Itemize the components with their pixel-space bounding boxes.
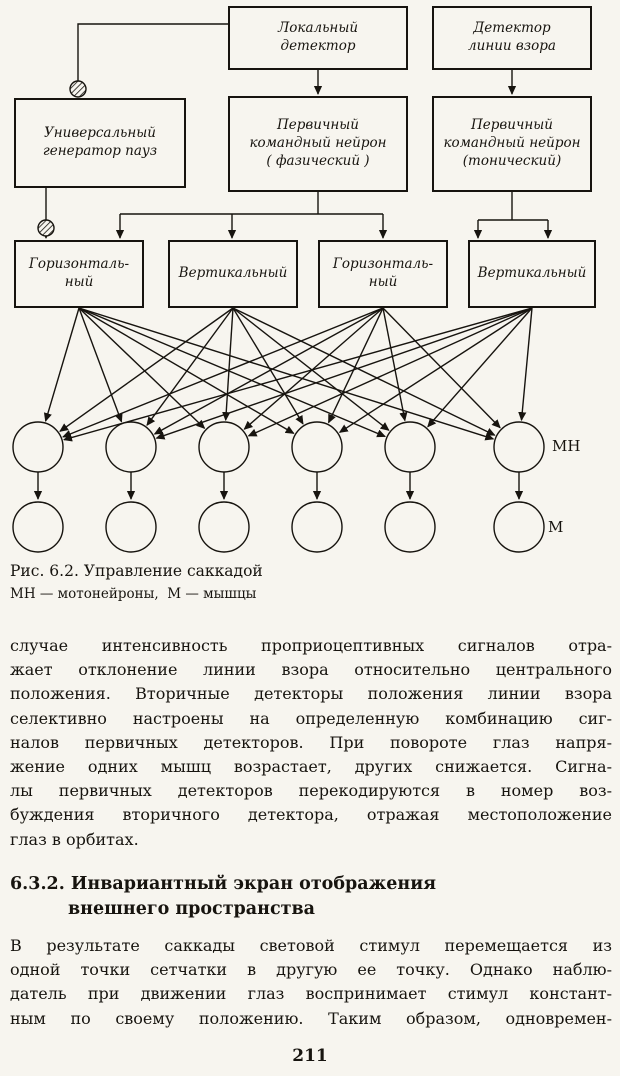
muscle-circle: [493, 501, 545, 553]
heading-line-1: 6.3.2. Инвариантный экран отображения: [10, 874, 437, 894]
text-line: лы первичных детекторов перекодируются в…: [10, 781, 612, 801]
box-vertical-left: Вертикальный: [168, 240, 298, 308]
text-line: буждения вторичного детектора, отражая м…: [10, 805, 612, 825]
connection-lines: [33, 23, 553, 500]
fan-line: [243, 307, 384, 430]
fan-line: [78, 307, 123, 423]
box-local-detector: Локальный детектор: [228, 6, 408, 70]
local-to-generator-line: [77, 23, 228, 97]
box-gaze-line-detector: Детектор линии взора: [432, 6, 592, 70]
motoneuron-row-label: МН: [552, 437, 581, 455]
motoneuron-circle: [12, 421, 64, 473]
figure-6-2: Локальный детектор Детектор линии взора …: [12, 6, 596, 553]
muscle-circle: [12, 501, 64, 553]
fan-line: [338, 307, 533, 433]
text-line: ным по своему положению. Таким образом, …: [10, 1008, 612, 1028]
fan-line: [247, 307, 533, 437]
text-line: В результате саккады световой стимул пер…: [10, 936, 612, 955]
muscle-row-label: М: [548, 518, 564, 536]
fan-line: [518, 307, 533, 422]
box-horizontal-left: Горизонталь- ный: [14, 240, 144, 308]
fan-line: [155, 307, 533, 440]
fan-line: [62, 307, 384, 438]
text-line: одной точки сетчатки в другую ее точку. …: [10, 960, 612, 980]
fan-line: [427, 307, 533, 428]
motoneuron-circle: [198, 421, 250, 473]
motoneuron-circle: [291, 421, 343, 473]
box-horizontal-right: Горизонталь- ный: [318, 240, 448, 308]
fan-line: [59, 307, 234, 432]
diagram-canvas: [12, 23, 553, 553]
fan-line: [78, 307, 206, 429]
neuron-circles: [12, 80, 545, 553]
fan-line: [43, 307, 80, 423]
paragraph-2: В результате саккады световой стимул пер…: [10, 934, 612, 1031]
fan-line: [63, 307, 533, 442]
text-line: жение одних мышц возрастает, других сниж…: [10, 757, 612, 777]
box-universal-pause-generator: Универсальный генератор пауз: [14, 98, 186, 188]
caption-title: Рис. 6.2. Управление саккадой: [10, 562, 263, 580]
figure-caption: Рис. 6.2. Управление саккадой МН — мотон…: [10, 562, 608, 602]
synapse-hatched-circle: [37, 219, 55, 237]
box-primary-command-neuron-phasic: Первичный командный нейрон ( фазический …: [228, 96, 408, 192]
muscle-circle: [105, 501, 157, 553]
text-line: датель при движении глаз воспринимает ст…: [10, 984, 612, 1004]
text-line: жает отклонение линии взора относительно…: [10, 660, 612, 680]
text-line: положения. Вторичные детекторы положения…: [10, 684, 612, 704]
fan-line: [146, 307, 234, 427]
heading-line-2: внешнего пространства: [68, 899, 315, 919]
motoneuron-circle: [384, 421, 436, 473]
fan-line: [153, 307, 384, 435]
text-line: селективно настроены на определенную ком…: [10, 708, 612, 728]
text-line: налов первичных детекторов. При повороте…: [10, 732, 612, 752]
fan-line: [222, 307, 234, 422]
box-primary-command-neuron-tonic: Первичный командный нейрон (тонический): [432, 96, 592, 192]
box-vertical-right: Вертикальный: [468, 240, 596, 308]
muscle-circle: [198, 501, 250, 553]
fan-line: [232, 307, 496, 436]
text-line: случае интенсивность проприоцептивных си…: [10, 636, 612, 655]
muscle-circle: [384, 501, 436, 553]
fan-line: [232, 307, 390, 431]
text-line: глаз в орбитах.: [10, 829, 139, 849]
section-heading: 6.3.2. Инвариантный экран отображения вн…: [10, 872, 436, 922]
fan-line: [382, 307, 501, 429]
fan-line: [78, 307, 495, 441]
caption-legend: МН — мотонейроны, М — мышцы: [10, 586, 257, 602]
muscle-circle: [291, 501, 343, 553]
page-number: 211: [292, 1046, 328, 1066]
paragraph-1: случае интенсивность проприоцептивных си…: [10, 634, 612, 852]
fan-line: [382, 307, 408, 422]
motoneuron-circle: [105, 421, 157, 473]
fan-line: [232, 307, 304, 425]
motoneuron-circle: [493, 421, 545, 473]
fan-line: [327, 307, 384, 424]
synapse-hatched-circle: [69, 80, 87, 98]
